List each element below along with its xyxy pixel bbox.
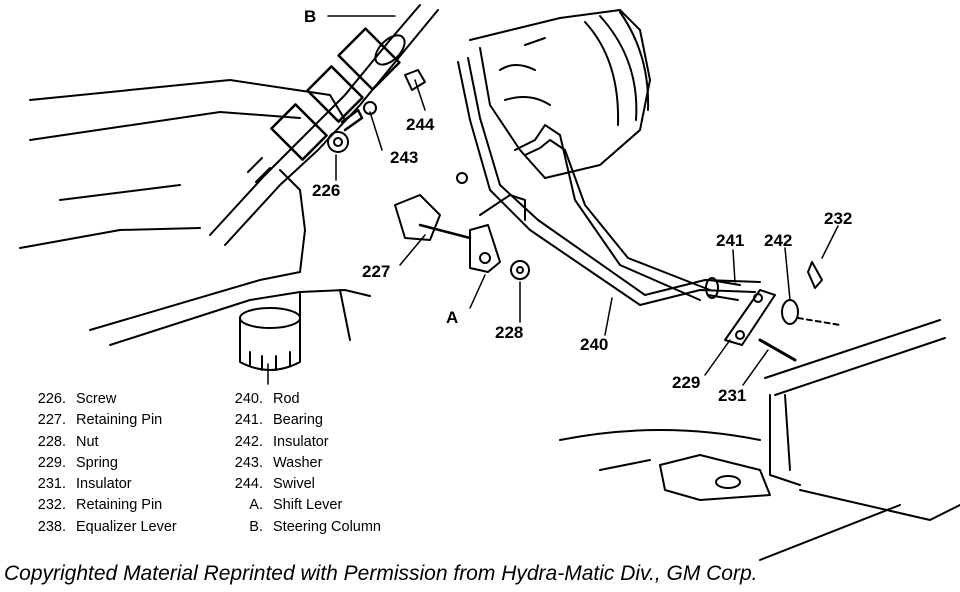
legend-number: 242. (234, 433, 263, 450)
legend-row: 238. Equalizer Lever (22, 517, 177, 538)
legend-number: 227. (37, 412, 66, 429)
legend-label: Spring (76, 454, 118, 471)
callout-240: 240 (580, 335, 608, 354)
legend-label: Washer (273, 454, 323, 471)
legend-number: 231. (37, 476, 66, 493)
parts-legend-left: 226. Screw 227. Retaining Pin 228. Nut 229. Spr… (22, 389, 177, 538)
copyright-caption: Copyrighted Material Reprinted with Perm… (4, 562, 758, 585)
legend-number: B. (249, 518, 263, 535)
legend-label: Nut (76, 433, 99, 450)
callout-243: 243 (390, 148, 418, 167)
legend-row: 242. Insulator (222, 432, 381, 453)
steering-column (209, 4, 439, 246)
legend-row: 244. Swivel (222, 474, 381, 495)
callout-242: 242 (764, 231, 792, 250)
legend-number: 241. (234, 412, 263, 429)
legend-number: 238. (37, 518, 66, 535)
legend-row: A. Shift Lever (222, 495, 381, 516)
legend-label: Bearing (273, 412, 323, 429)
callout-244: 244 (406, 115, 435, 134)
legend-number: A. (249, 497, 263, 514)
legend-number: 243. (234, 454, 263, 471)
callout-227: 227 (362, 262, 390, 281)
legend-row: 226. Screw (22, 389, 177, 410)
legend-number: 229. (37, 454, 66, 471)
legend-label: Shift Lever (273, 497, 343, 514)
legend-row: 229. Spring (22, 453, 177, 474)
cross-member (559, 319, 960, 561)
legend-row: 231. Insulator (22, 474, 177, 495)
legend-label: Equalizer Lever (76, 518, 177, 535)
legend-row: B. Steering Column (222, 517, 381, 538)
equalizer-lever (705, 261, 841, 362)
legend-row: 240. Rod (222, 389, 381, 410)
legend-label: Steering Column (273, 518, 381, 535)
legend-number: 228. (37, 433, 66, 450)
callout-labels: B 244 243 226 227 A 228 240 241 242 232 … (304, 7, 852, 405)
legend-label: Insulator (273, 433, 329, 450)
legend-number: 240. (234, 391, 263, 407)
callout-229: 229 (672, 373, 700, 392)
legend-label: Screw (76, 391, 117, 407)
legend-label: Insulator (76, 476, 132, 493)
shift-rod (457, 57, 761, 306)
callout-228: 228 (495, 323, 523, 342)
legend-label: Retaining Pin (76, 497, 163, 514)
callout-B: B (304, 7, 316, 26)
legend-row: 232. Retaining Pin (22, 495, 177, 516)
legend-number: 244. (234, 476, 263, 493)
oil-filter (239, 307, 301, 371)
callout-A: A (446, 308, 458, 327)
legend-label: Rod (273, 391, 300, 407)
callout-226: 226 (312, 181, 340, 200)
leader-lines (267, 15, 839, 386)
legend-row: 228. Nut (22, 432, 177, 453)
legend-label: Swivel (273, 476, 315, 493)
parts-legend-right: 240. Rod 241. Bearing 242. Insulator 243. Washe… (222, 389, 381, 538)
legend-row: 241. Bearing (222, 410, 381, 431)
legend-row: 227. Retaining Pin (22, 410, 177, 431)
callout-231: 231 (718, 386, 746, 405)
callout-232: 232 (824, 209, 852, 228)
legend-row: 243. Washer (222, 453, 381, 474)
legend-number: 226. (37, 391, 66, 407)
legend-number: 232. (37, 497, 66, 514)
callout-241: 241 (716, 231, 744, 250)
frame-rail (19, 79, 371, 346)
shift-lever-bracket (394, 194, 526, 273)
legend-label: Retaining Pin (76, 412, 163, 429)
transmission-housing (469, 9, 651, 179)
small-hardware (327, 69, 530, 280)
